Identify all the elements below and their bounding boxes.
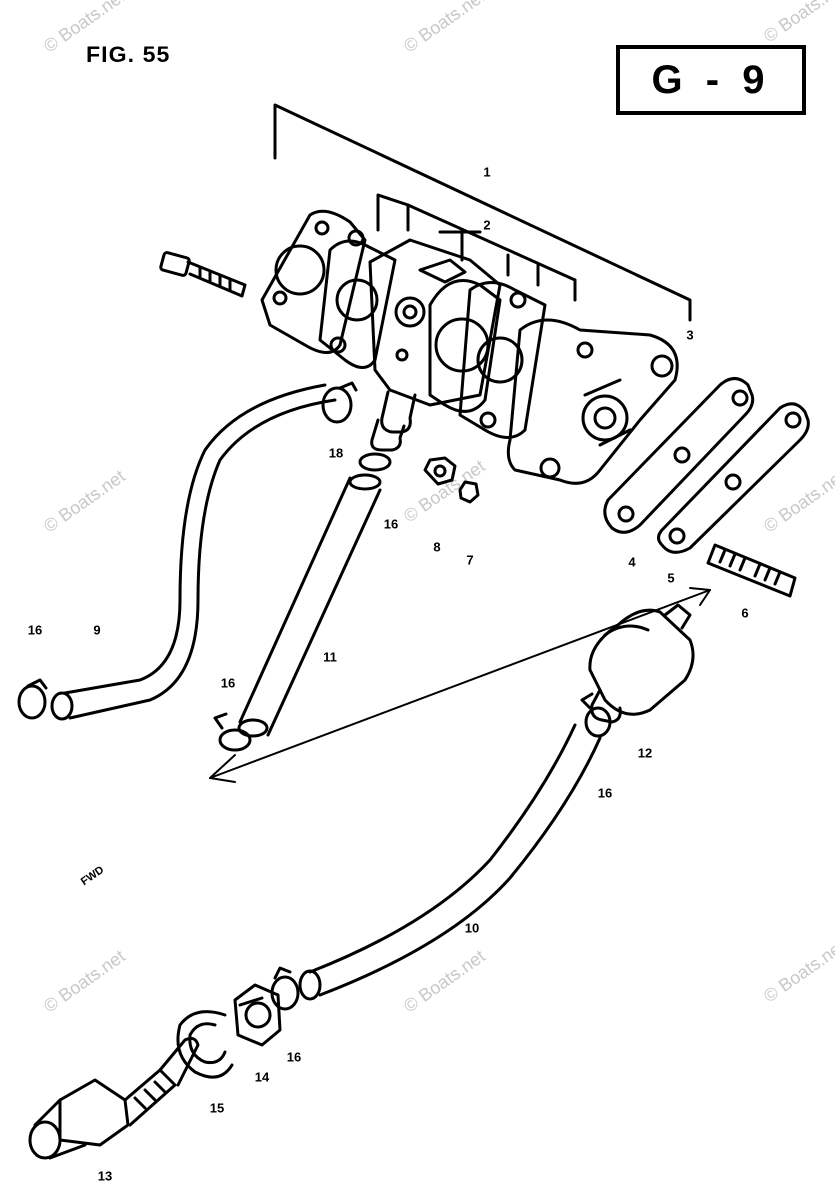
hose-10	[298, 723, 602, 1001]
clamp-16-mid	[213, 712, 252, 752]
leader-bracket-2	[376, 193, 577, 302]
callout-12: 12	[637, 745, 653, 761]
callout-16-right: 16	[597, 785, 613, 801]
bolt-part	[159, 251, 247, 298]
callout-2: 2	[483, 217, 491, 233]
washer-part	[458, 480, 480, 504]
callout-9: 9	[93, 622, 101, 638]
clamp-16-upper	[358, 452, 392, 472]
clamp-16-left	[17, 678, 48, 720]
guide-lines	[209, 587, 711, 783]
clamp-16-bottom	[270, 966, 300, 1011]
clamp-18	[321, 381, 358, 424]
callout-16-upper: 16	[383, 516, 399, 532]
nut-part	[423, 456, 457, 486]
gasket-part	[603, 377, 755, 534]
callout-11: 11	[323, 649, 337, 665]
callout-4: 4	[628, 554, 636, 570]
callout-16-bottom: 16	[286, 1049, 302, 1065]
callout-13: 13	[97, 1168, 113, 1184]
callout-10: 10	[464, 920, 480, 936]
section-box: G - 9	[616, 45, 806, 115]
callout-16-mid: 16	[220, 675, 236, 691]
callout-5: 5	[667, 570, 675, 586]
callout-6: 6	[741, 605, 749, 621]
callout-18: 18	[328, 445, 344, 461]
leader-bracket-1	[273, 103, 692, 322]
stud-part	[706, 543, 797, 598]
fuel-filter-part	[588, 603, 695, 724]
nut-14-part	[233, 983, 282, 1047]
connector-13-part	[28, 1036, 200, 1160]
plate-part	[657, 402, 810, 554]
hose-9	[50, 383, 337, 721]
section-code: G - 9	[651, 57, 771, 102]
clip-15-part	[176, 1010, 234, 1079]
callout-16-left: 16	[27, 622, 43, 638]
clamp-16-right	[580, 692, 612, 738]
figure-title: FIG. 55	[85, 42, 171, 67]
callout-15: 15	[209, 1100, 225, 1116]
callout-1: 1	[483, 164, 491, 180]
callout-7: 7	[466, 552, 474, 568]
callout-3: 3	[686, 327, 694, 343]
callout-8: 8	[433, 539, 441, 555]
fuel-pump-assembly	[260, 209, 679, 485]
callout-14: 14	[254, 1069, 270, 1085]
hose-11	[237, 473, 382, 738]
